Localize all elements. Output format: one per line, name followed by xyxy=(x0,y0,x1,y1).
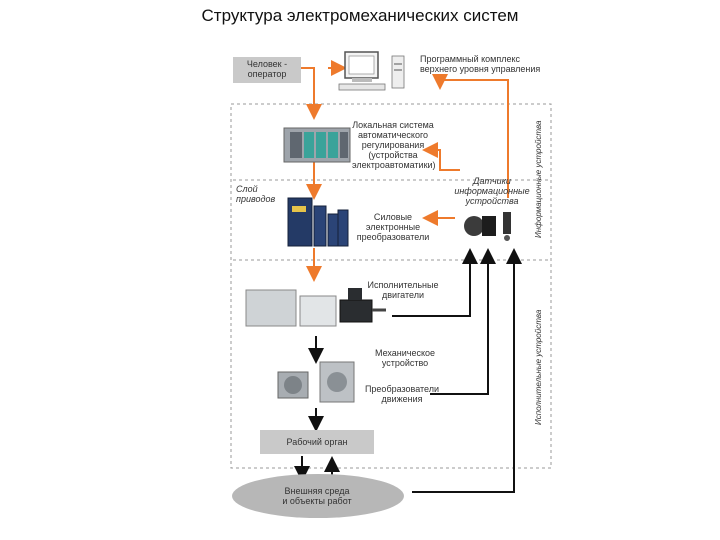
motor-icon xyxy=(245,288,386,327)
mech-label: Механическое устройство xyxy=(374,348,436,368)
operator-label: Человек - xyxy=(246,59,288,69)
arrow-sensors-to-top xyxy=(432,74,509,198)
page-title: Структура электромеханических систем xyxy=(201,6,519,25)
drive-layer-label: Слой приводов xyxy=(236,184,276,204)
environment-label: Внешняя среда и объекты работ xyxy=(282,486,352,506)
frequency-converter-icon xyxy=(287,197,349,247)
top-control-label: Программный комплекс верхнего уровня упр… xyxy=(420,54,541,74)
local-control-label: Локальная система автоматического регули… xyxy=(352,120,436,170)
exec-devices-side-label: Исполнительные устройства xyxy=(534,309,543,425)
working-body-box: Рабочий орган xyxy=(260,430,374,454)
gearbox-icon xyxy=(277,361,355,403)
arrow-sensors-to-local xyxy=(422,142,460,171)
operator-box: Человек - оператор xyxy=(233,57,301,83)
sensors-label: Датчики информационные устройства xyxy=(454,176,530,206)
arrow-mech-to-sensor xyxy=(430,248,496,395)
plc-rack-icon xyxy=(283,127,351,163)
motors-label: Исполнительные двигатели xyxy=(367,280,439,300)
operator-label: оператор xyxy=(247,69,287,79)
working-body-label: Рабочий орган xyxy=(286,437,348,447)
arrow-motor-to-sensor xyxy=(392,248,478,317)
environment-ellipse xyxy=(232,474,404,518)
motion-conv-label: Преобразователи движения xyxy=(364,384,440,404)
computer-icon xyxy=(338,51,405,91)
power-label: Силовые электронные преобразователи xyxy=(356,212,430,242)
sensor-icon xyxy=(464,212,511,241)
arrow-operator-to-local xyxy=(300,67,322,120)
info-devices-side-label: Информационные устройства xyxy=(534,120,543,238)
arrow-env-to-sensor xyxy=(412,248,522,493)
